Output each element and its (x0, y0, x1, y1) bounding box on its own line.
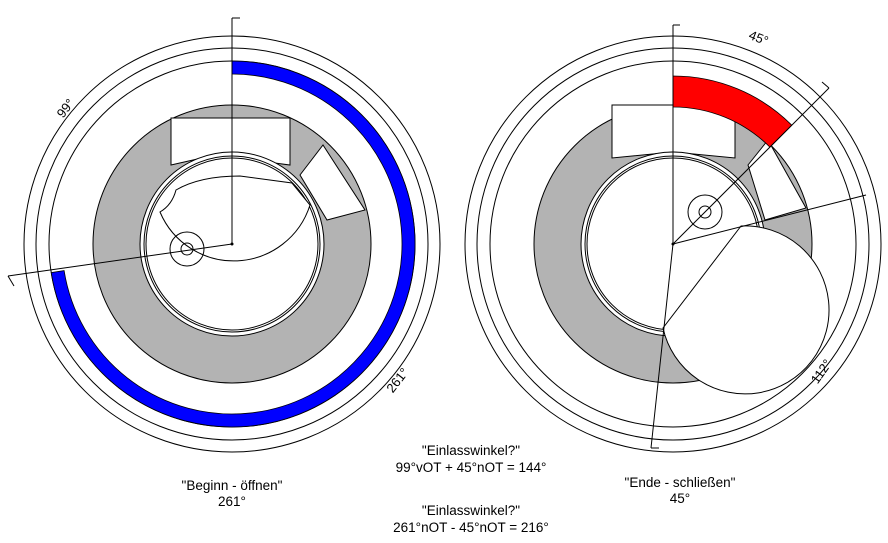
right-valve-inner (698, 205, 712, 219)
right-cam-profile (662, 225, 830, 395)
left-valve-outer (169, 231, 205, 267)
center-formula-1: 99°vOT + 45°nOT = 144° (396, 460, 547, 475)
right-timing-disc: 45° 112° "Ende - schließen" 45° (464, 24, 882, 506)
left-caption-value: 261° (218, 494, 246, 509)
left-valve-inner (180, 242, 194, 256)
left-cam-profile (159, 175, 311, 262)
center-question-2: "Einlasswinkel?" (422, 503, 520, 518)
right-close-tick (821, 81, 830, 89)
right-caption-title: "Ende - schließen" (625, 475, 736, 490)
right-close-line (672, 87, 830, 245)
right-angle-label-45: 45° (747, 27, 771, 48)
left-angle-label-261: 261° (383, 365, 411, 395)
right-caption-value: 45° (670, 491, 690, 506)
right-valve-outer (687, 194, 723, 230)
center-formulas: "Einlasswinkel?" 99°vOT + 45°nOT = 144° … (393, 443, 549, 535)
right-bdc-line (650, 243, 674, 449)
left-open-line (7, 243, 233, 277)
left-angle-label-99: 99° (53, 96, 77, 121)
left-timing-disc: 99° 261° "Beginn - öffnen" 261° (7, 17, 441, 509)
right-port-window (747, 139, 807, 221)
left-port-window (299, 144, 366, 221)
right-center-dot (671, 242, 675, 246)
left-open-tick (7, 275, 15, 287)
center-question-1: "Einlasswinkel?" (422, 443, 520, 458)
left-caption-title: "Beginn - öffnen" (182, 478, 283, 493)
left-opening-arc (50, 60, 416, 428)
left-center-dot (230, 242, 234, 246)
center-formula-2: 261°nOT - 45°nOT = 216° (393, 520, 549, 535)
right-offset-line (672, 194, 867, 245)
